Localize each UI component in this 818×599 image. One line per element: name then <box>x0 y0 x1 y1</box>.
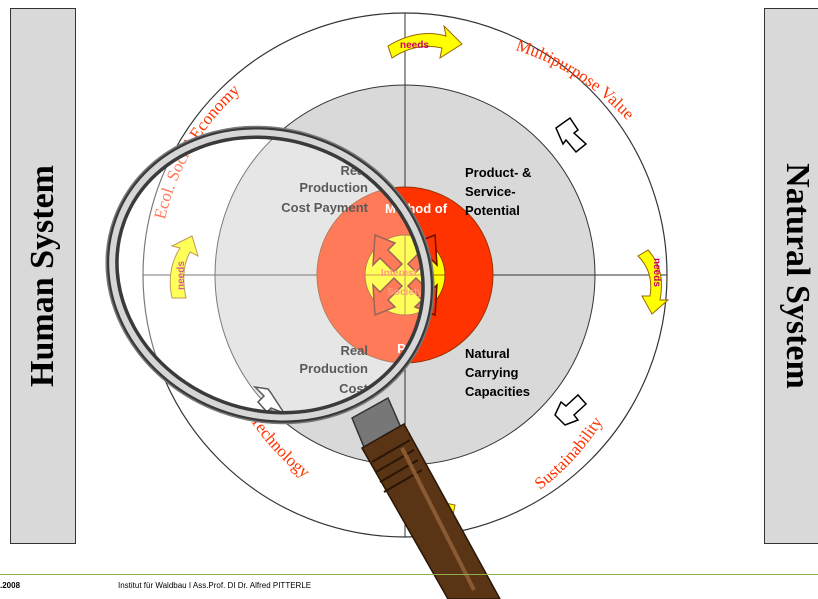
svg-text:Service-: Service- <box>465 184 516 199</box>
svg-text:needs: needs <box>400 40 429 51</box>
svg-text:Carrying: Carrying <box>465 365 519 380</box>
footer-date: .2008 <box>0 581 20 590</box>
footer-divider <box>0 574 818 575</box>
svg-text:Natural: Natural <box>465 346 510 361</box>
svg-text:Product- &: Product- & <box>465 165 531 180</box>
svg-text:needs: needs <box>651 258 662 287</box>
svg-text:Potential: Potential <box>465 203 520 218</box>
svg-text:Capacities: Capacities <box>465 384 530 399</box>
footer-institute: Institut für Waldbau I Ass.Prof. DI Dr. … <box>118 581 311 590</box>
